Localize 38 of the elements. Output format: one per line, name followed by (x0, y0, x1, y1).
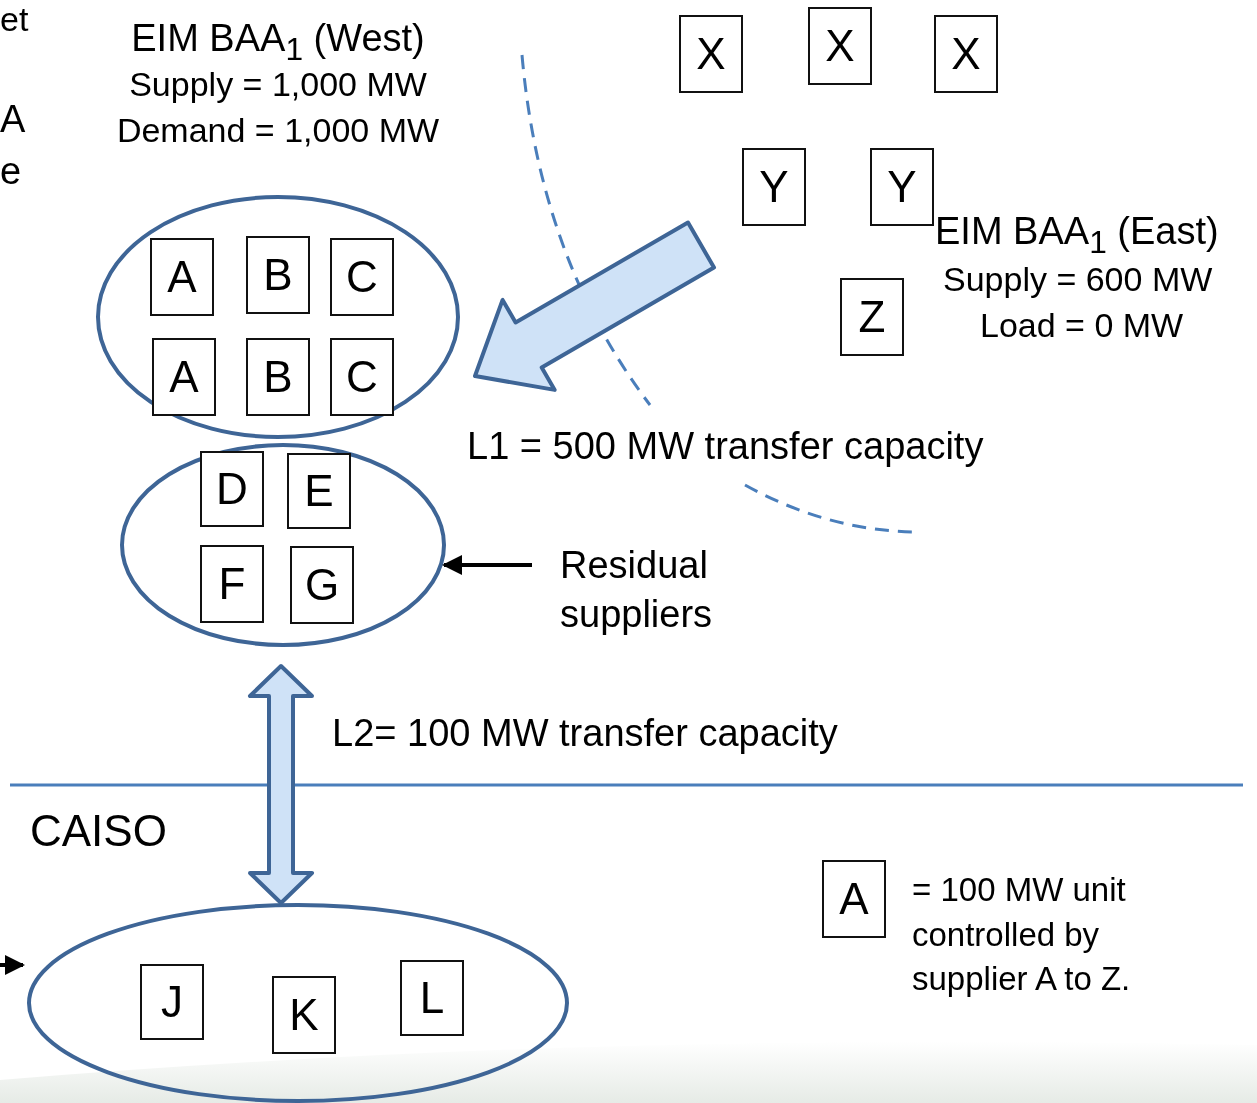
group-stat: Demand = 1,000 MW (116, 111, 440, 151)
unit-box: X (934, 15, 998, 93)
unit-box: G (290, 546, 354, 624)
region-label: CAISO (30, 806, 167, 857)
unit-box: A (152, 338, 216, 416)
unit-box: A (150, 238, 214, 316)
ellipse-group (120, 443, 446, 647)
text-fragment: et (0, 0, 29, 40)
unit-box: E (287, 453, 351, 529)
block-arrow (473, 220, 716, 392)
unit-box: X (679, 15, 743, 93)
annotation-text: Residual suppliers (560, 541, 750, 641)
unit-box: Y (742, 148, 806, 226)
double-block-arrow (248, 664, 314, 905)
unit-box: J (140, 964, 204, 1040)
unit-box: Y (870, 148, 934, 226)
group-stat: Supply = 1,000 MW (129, 65, 427, 105)
unit-box: F (200, 545, 264, 623)
unit-box: K (272, 976, 336, 1054)
group-heading: EIM BAA$_{1}$ (West) (131, 17, 425, 67)
unit-box: C (330, 238, 394, 316)
unit-box: C (330, 338, 394, 416)
unit-box: D (200, 451, 264, 527)
unit-box: B (246, 338, 310, 416)
legend-text: = 100 MW unit controlled by supplier A to Z. (912, 870, 1132, 1000)
ellipse-group (27, 903, 569, 1103)
group-stat: Load = 0 MW (980, 306, 1184, 346)
unit-box: X (808, 7, 872, 85)
group-heading: EIM BAA$_{1}$ (East) (935, 210, 1219, 260)
unit-box: B (246, 236, 310, 314)
arrow (0, 955, 25, 975)
unit-box: Z (840, 278, 904, 356)
capacity-label: L1 = 500 MW transfer capacity (467, 425, 984, 469)
text-fragment: e (0, 150, 22, 194)
text-fragment: A (0, 98, 26, 142)
group-stat: Supply = 600 MW (943, 260, 1213, 300)
unit-box: L (400, 960, 464, 1036)
arrow (442, 555, 532, 575)
